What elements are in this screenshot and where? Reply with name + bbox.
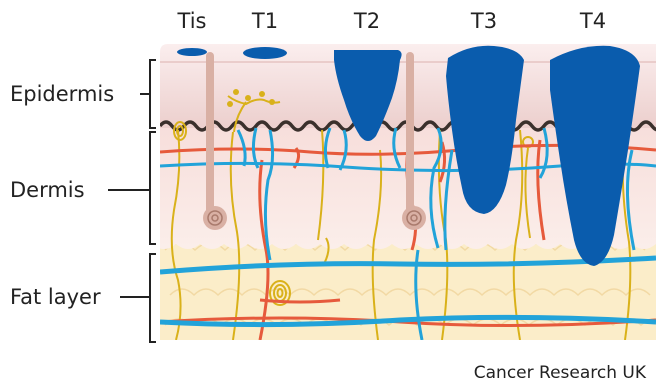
epidermis-bracket xyxy=(140,60,156,128)
skin-cross-section xyxy=(152,44,656,340)
stage-label-t1: T1 xyxy=(251,9,278,33)
dermis-label: Dermis xyxy=(10,178,85,202)
stage-label-tis: Tis xyxy=(177,9,207,33)
credit-label: Cancer Research UK xyxy=(474,363,647,383)
stage-label-t3: T3 xyxy=(470,9,497,33)
stage-label-t4: T4 xyxy=(579,9,606,33)
stage-label-t2: T2 xyxy=(353,9,380,33)
epidermis-label: Epidermis xyxy=(10,82,114,106)
dermis-bracket xyxy=(108,132,156,244)
tumour-t1 xyxy=(243,47,287,59)
fat-layer-label: Fat layer xyxy=(10,285,101,309)
tumour-tis xyxy=(177,48,207,56)
fat-layer-bracket xyxy=(120,254,156,342)
